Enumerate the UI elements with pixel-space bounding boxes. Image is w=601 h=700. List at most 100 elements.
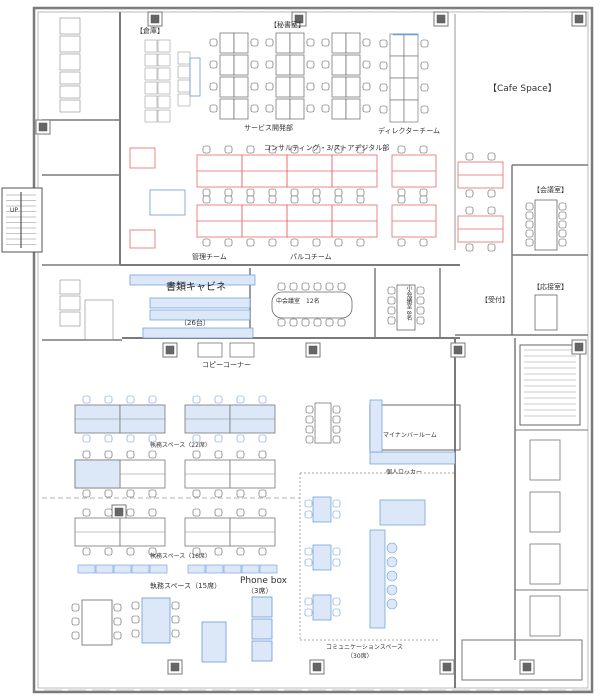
chair — [487, 152, 496, 161]
shelf — [177, 65, 191, 79]
chair — [420, 105, 429, 114]
chair — [419, 195, 428, 204]
desk — [233, 54, 249, 76]
chair — [290, 145, 299, 154]
chair — [250, 104, 259, 113]
copier — [197, 342, 223, 358]
elevator-hall — [461, 639, 583, 681]
chair — [82, 450, 91, 459]
private-office — [529, 491, 561, 533]
desk — [289, 76, 305, 98]
chair — [71, 603, 80, 612]
chair — [312, 238, 321, 247]
chair — [236, 489, 245, 498]
shelf — [157, 67, 171, 81]
chair — [312, 195, 321, 204]
chair — [325, 318, 334, 327]
desk — [345, 32, 361, 54]
stair-up-label: UP — [10, 207, 19, 214]
shelf — [157, 109, 171, 123]
chair — [558, 202, 567, 211]
chair — [334, 145, 343, 154]
chair — [113, 617, 122, 626]
toilet-stall — [59, 85, 81, 99]
chair — [334, 188, 343, 197]
chair — [104, 489, 113, 498]
chair — [356, 145, 365, 154]
chair — [258, 450, 267, 459]
chair — [236, 547, 245, 556]
chair — [304, 608, 313, 617]
chair — [362, 60, 371, 69]
toilet-stall — [59, 17, 81, 35]
cabinet — [205, 564, 224, 574]
chair — [487, 243, 496, 252]
room-label-mid-meeting: 中会議室 12名 — [276, 298, 320, 305]
chair — [558, 238, 567, 247]
shelf — [144, 109, 158, 123]
chair — [268, 188, 277, 197]
desk-red — [129, 147, 156, 169]
shelf — [157, 53, 171, 67]
column-core — [308, 345, 318, 355]
column-core — [114, 507, 124, 517]
communication-table — [312, 594, 332, 621]
cabinet — [129, 274, 256, 286]
desk — [331, 54, 347, 76]
chair — [332, 415, 341, 424]
desk — [275, 32, 291, 54]
desk-blue — [201, 621, 227, 663]
chair — [304, 547, 313, 556]
room-label-phone-box-count: （3席） — [247, 587, 273, 595]
chair — [301, 318, 310, 327]
chair — [387, 296, 396, 305]
chair — [148, 489, 157, 498]
phone-box — [251, 596, 273, 618]
shelf — [157, 39, 171, 53]
chair — [148, 395, 157, 404]
small-meeting-table — [396, 284, 416, 331]
desk — [219, 98, 235, 120]
chair — [332, 510, 341, 519]
shelf — [157, 81, 171, 95]
room-label-parco-team: パルコチーム — [290, 253, 332, 261]
chair — [312, 145, 321, 154]
stool — [386, 556, 398, 568]
cabinet — [223, 564, 242, 574]
chair — [209, 104, 218, 113]
room-label-meeting-room: 【会議室】 — [533, 186, 568, 194]
chair — [250, 82, 259, 91]
shelf — [144, 81, 158, 95]
room-label-reception: 【受付】 — [481, 296, 509, 304]
cabinet — [113, 564, 132, 574]
chair — [82, 395, 91, 404]
chair — [379, 105, 388, 114]
desk — [219, 54, 235, 76]
column-core — [150, 14, 160, 24]
toilet-stall — [59, 35, 81, 53]
desk — [403, 77, 419, 101]
chair — [313, 318, 322, 327]
room-label-communication: コミュニケーションスペース — [326, 644, 404, 651]
toilet-stall — [59, 53, 81, 71]
chair — [246, 195, 255, 204]
chair — [558, 229, 567, 238]
desk-blue — [74, 459, 121, 489]
stool — [386, 598, 398, 610]
chair — [387, 316, 396, 325]
chair — [265, 82, 274, 91]
exterior-wall-inner — [37, 11, 589, 689]
exterior-wall — [32, 6, 594, 694]
chair — [246, 188, 255, 197]
room-label-secretary: 【秘書室】 — [270, 21, 305, 29]
chair — [246, 238, 255, 247]
copier — [229, 342, 255, 358]
chair — [131, 629, 140, 638]
desk — [403, 33, 419, 57]
chair — [397, 145, 406, 154]
chair — [236, 395, 245, 404]
toilet-stall — [59, 71, 81, 85]
chair — [332, 499, 341, 508]
cabinet — [259, 564, 278, 574]
desk — [403, 55, 419, 79]
